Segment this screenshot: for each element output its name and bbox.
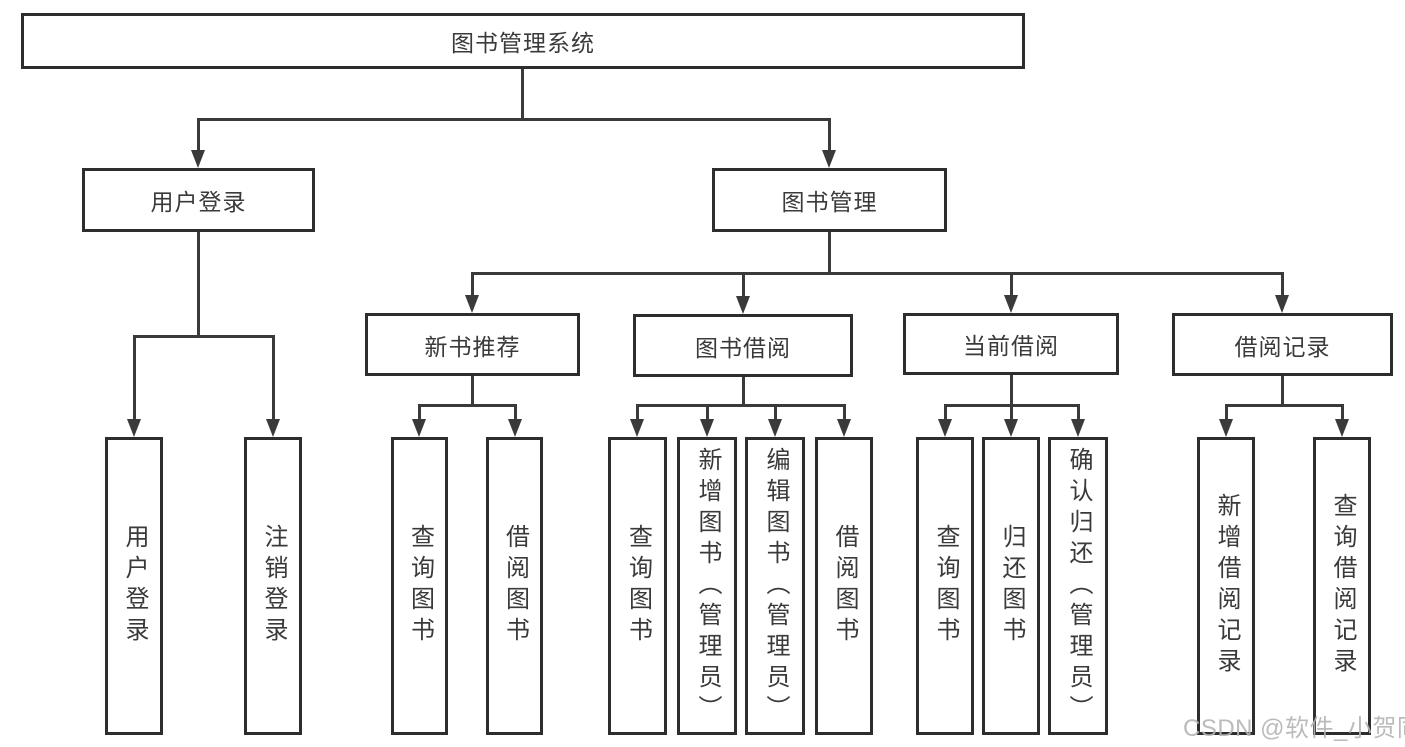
node-query-books-recommend: 查询图书 bbox=[391, 437, 448, 735]
arrow-down-icon bbox=[1004, 419, 1018, 437]
node-label: 归还图书 bbox=[998, 524, 1025, 648]
node-query-books-current: 查询图书 bbox=[916, 437, 974, 735]
node-add-books-admin: 新增图书（管理员） bbox=[677, 437, 737, 735]
connector-line bbox=[520, 69, 524, 119]
arrow-down-icon bbox=[630, 419, 644, 437]
node-borrowing-records: 借阅记录 bbox=[1172, 313, 1393, 376]
node-label: 编辑图书（管理员） bbox=[762, 446, 789, 726]
node-label: 用户登录 bbox=[150, 189, 247, 215]
connector-line bbox=[196, 118, 200, 152]
node-new-book-recommendation: 新书推荐 bbox=[365, 313, 580, 376]
connector-line bbox=[842, 404, 846, 420]
connector-line bbox=[741, 272, 745, 297]
node-label: 新增图书（管理员） bbox=[694, 446, 721, 726]
connector-line bbox=[636, 404, 846, 407]
connector-line bbox=[471, 272, 1284, 275]
node-current-borrowing: 当前借阅 bbox=[903, 313, 1119, 375]
connector-line bbox=[197, 118, 831, 121]
node-label: 借阅图书 bbox=[831, 524, 858, 648]
node-label: 图书管理 bbox=[781, 189, 878, 215]
connector-line bbox=[133, 335, 274, 338]
node-label: 用户登录 bbox=[121, 524, 148, 648]
connector-line bbox=[132, 335, 136, 420]
node-borrow-books-recommend: 借阅图书 bbox=[486, 437, 543, 735]
connector-line bbox=[773, 404, 777, 420]
node-label: 图书管理系统 bbox=[451, 30, 595, 56]
arrow-down-icon bbox=[1335, 419, 1349, 437]
connector-line bbox=[705, 404, 709, 420]
node-label: 新增借阅记录 bbox=[1213, 493, 1240, 679]
node-label: 查询图书 bbox=[624, 524, 652, 648]
connector-line bbox=[271, 335, 275, 420]
connector-line bbox=[1280, 376, 1284, 406]
arrow-down-icon bbox=[266, 419, 280, 437]
connector-line bbox=[470, 376, 474, 406]
node-confirm-return-admin: 确认归还（管理员） bbox=[1048, 437, 1108, 735]
node-book-management: 图书管理 bbox=[712, 168, 947, 232]
connector-line bbox=[417, 404, 421, 420]
node-label: 借阅图书 bbox=[501, 524, 529, 648]
node-return-books: 归还图书 bbox=[982, 437, 1040, 735]
connector-line bbox=[1076, 404, 1080, 420]
node-label: 查询图书 bbox=[406, 524, 434, 648]
node-book-borrowing: 图书借阅 bbox=[633, 314, 853, 377]
node-label: 查询图书 bbox=[932, 524, 959, 648]
node-logout-leaf: 注销登录 bbox=[244, 437, 302, 735]
csdn-watermark: CSDN @软件_小贺同学 bbox=[1183, 715, 1405, 742]
node-edit-books-admin: 编辑图书（管理员） bbox=[745, 437, 805, 735]
arrow-down-icon bbox=[1004, 295, 1018, 313]
node-label: 新书推荐 bbox=[424, 333, 521, 360]
arrow-down-icon bbox=[736, 296, 750, 314]
node-borrow-books-leaf: 借阅图书 bbox=[815, 437, 873, 735]
arrow-down-icon bbox=[700, 419, 714, 437]
node-label: 查询借阅记录 bbox=[1329, 493, 1356, 679]
connector-line bbox=[470, 272, 474, 296]
connector-line bbox=[196, 232, 200, 336]
connector-line bbox=[418, 404, 517, 407]
connector-line bbox=[741, 377, 745, 406]
node-add-borrow-record: 新增借阅记录 bbox=[1197, 437, 1255, 735]
arrow-down-icon bbox=[938, 419, 952, 437]
node-library-management-system: 图书管理系统 bbox=[21, 13, 1025, 69]
connector-line bbox=[827, 232, 831, 273]
node-label: 注销登录 bbox=[260, 524, 287, 648]
connector-line bbox=[943, 404, 947, 420]
connector-line bbox=[1280, 272, 1284, 296]
node-query-books-borrow: 查询图书 bbox=[608, 437, 667, 735]
arrow-down-icon bbox=[837, 419, 851, 437]
connector-line bbox=[1009, 375, 1013, 406]
node-user-login-leaf: 用户登录 bbox=[105, 437, 163, 735]
arrow-down-icon bbox=[191, 150, 205, 168]
connector-line bbox=[1009, 272, 1013, 296]
node-user-login: 用户登录 bbox=[82, 168, 315, 232]
arrow-down-icon bbox=[768, 419, 782, 437]
arrow-down-icon bbox=[1219, 419, 1233, 437]
connector-line bbox=[513, 404, 517, 420]
node-query-borrow-record: 查询借阅记录 bbox=[1313, 437, 1371, 735]
connector-line bbox=[1224, 404, 1228, 420]
node-label: 借阅记录 bbox=[1234, 333, 1331, 360]
connector-line bbox=[1009, 404, 1013, 420]
arrow-down-icon bbox=[412, 419, 426, 437]
arrow-down-icon bbox=[1071, 419, 1085, 437]
connector-line bbox=[827, 118, 831, 152]
arrow-down-icon bbox=[465, 295, 479, 313]
arrow-down-icon bbox=[127, 419, 141, 437]
arrow-down-icon bbox=[508, 419, 522, 437]
node-label: 图书借阅 bbox=[695, 334, 791, 361]
connector-line bbox=[1225, 404, 1344, 407]
node-label: 确认归还（管理员） bbox=[1065, 446, 1092, 726]
arrow-down-icon bbox=[822, 150, 836, 168]
connector-line bbox=[635, 404, 639, 420]
node-label: 当前借阅 bbox=[963, 333, 1059, 359]
arrow-down-icon bbox=[1275, 295, 1289, 313]
connector-line bbox=[1340, 404, 1344, 420]
